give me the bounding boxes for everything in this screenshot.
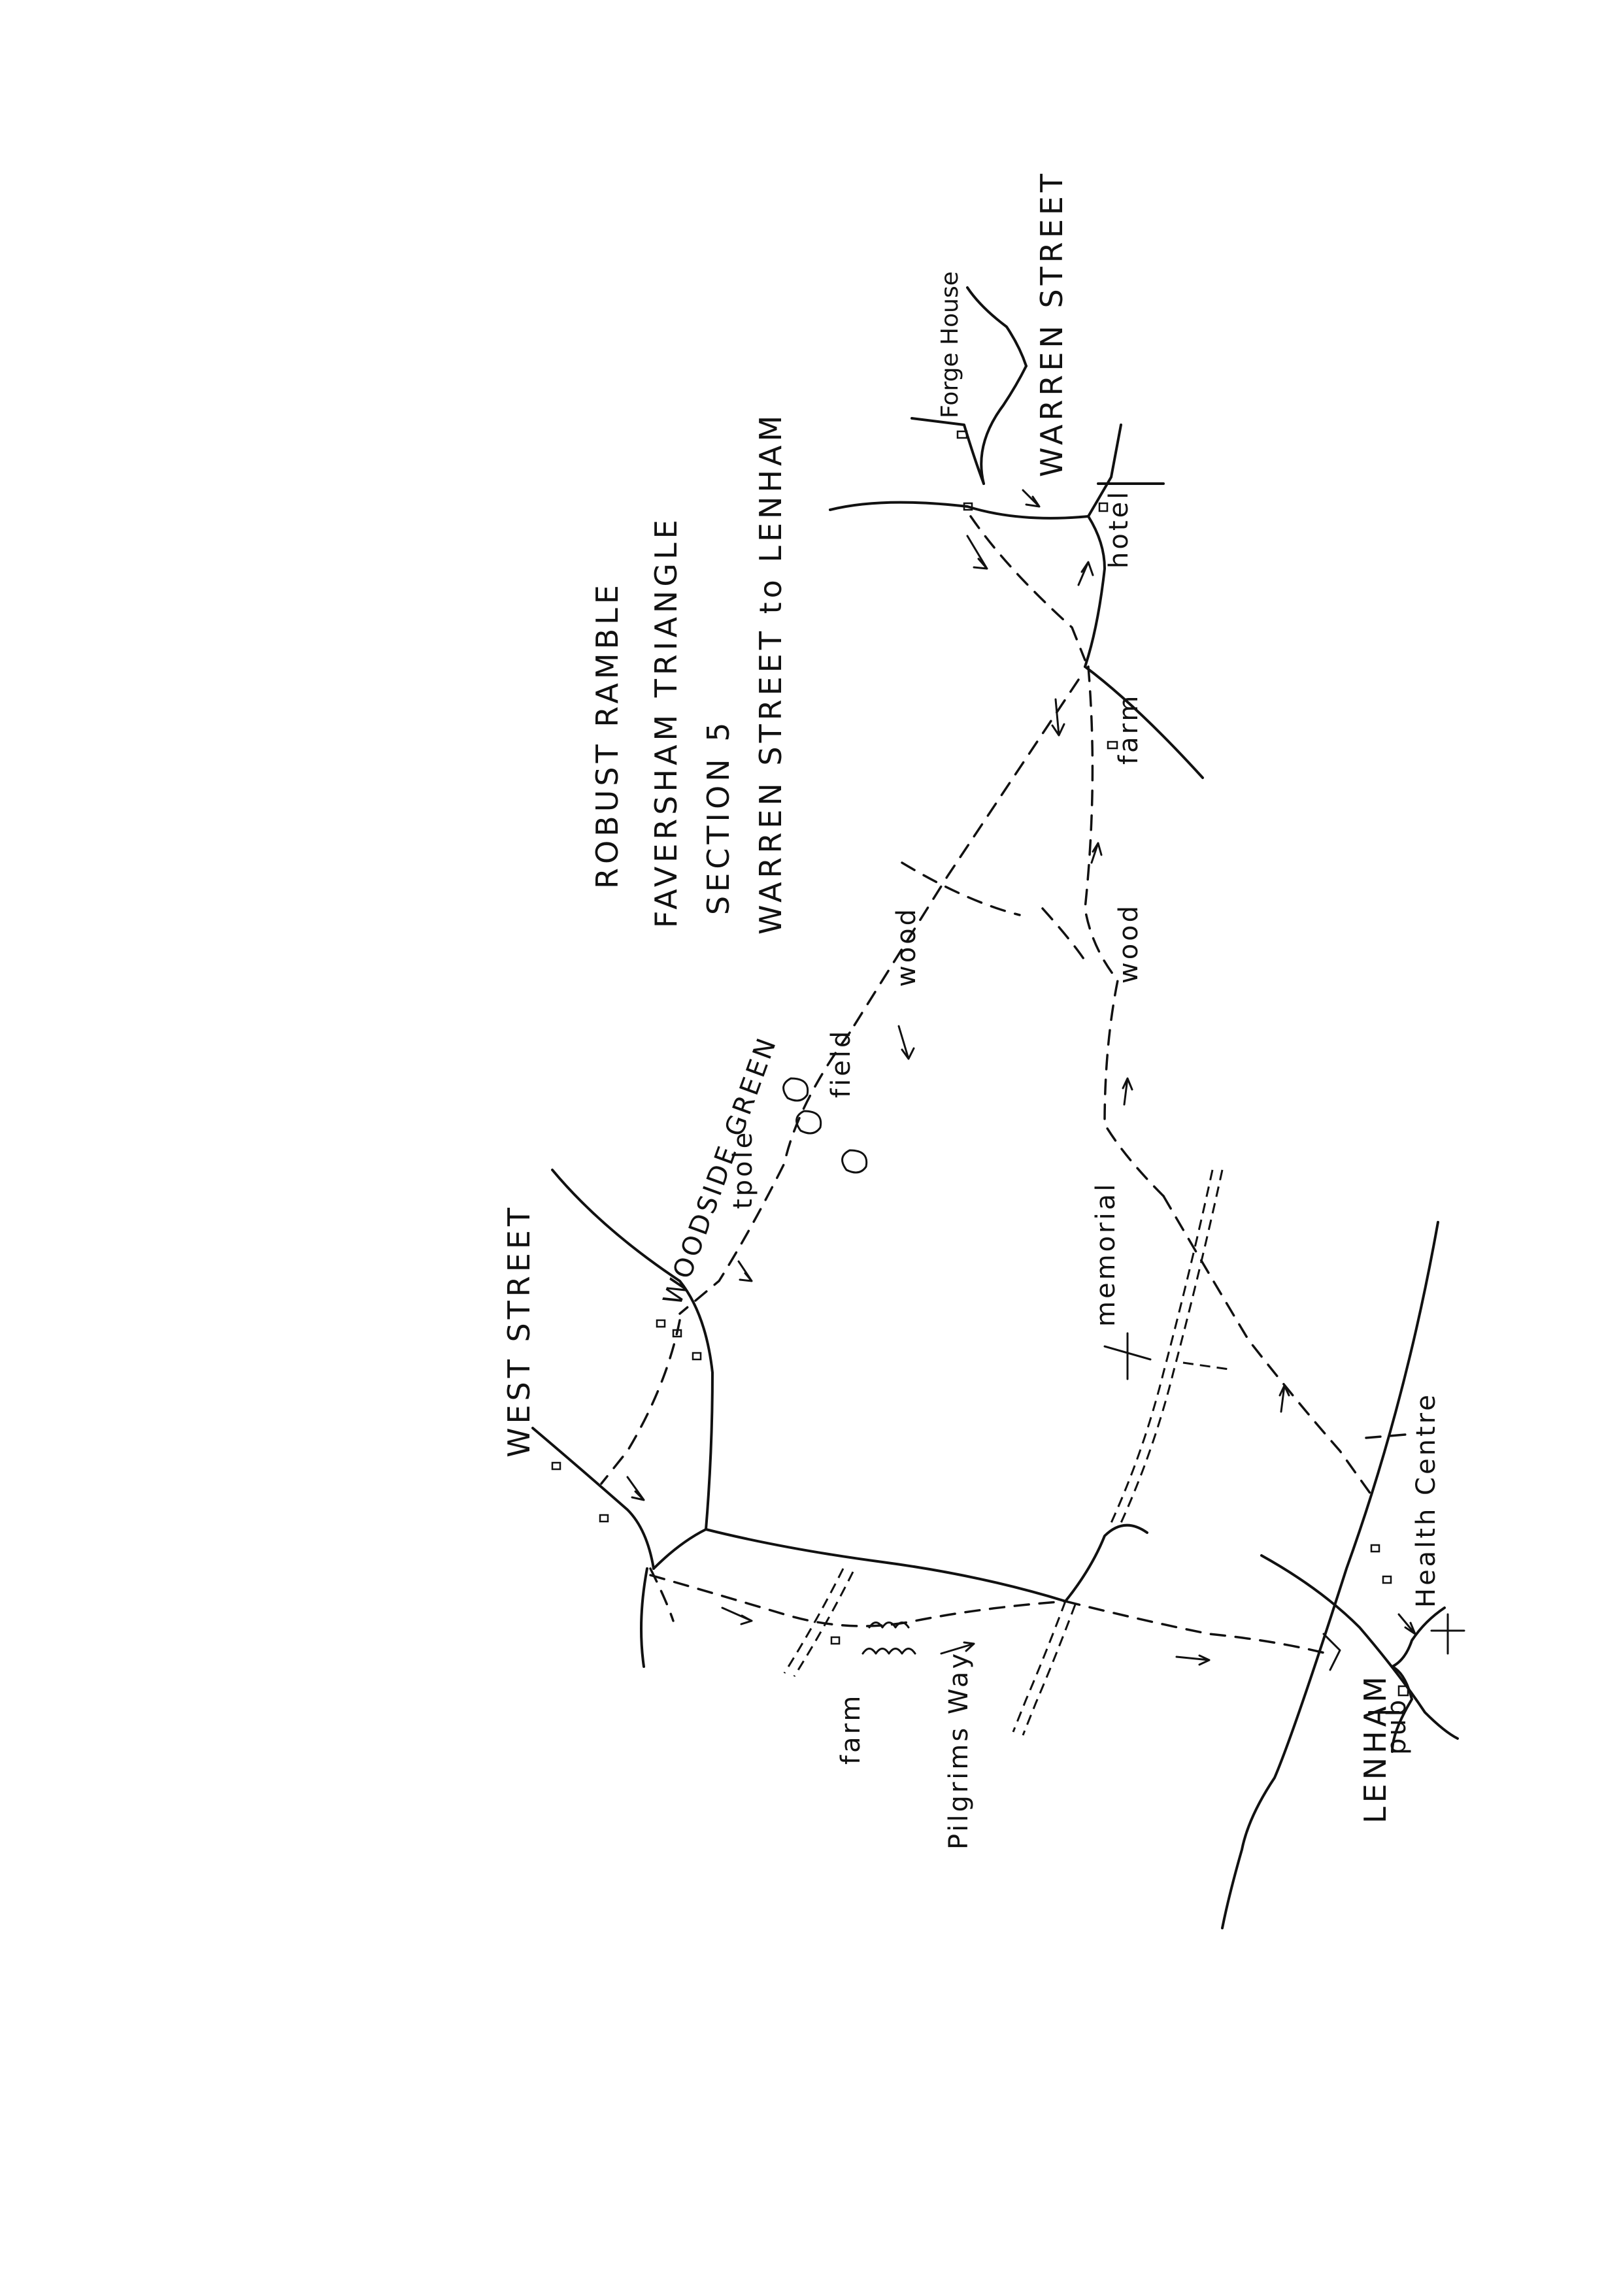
road-woodside-green: [551, 1169, 714, 1531]
building-health-centre-2: [1382, 1575, 1392, 1584]
road-west-junction: [652, 1528, 707, 1570]
hedge-symbol: [861, 1622, 916, 1655]
arrow-14: [1397, 1613, 1416, 1635]
track-north-a: [1110, 1169, 1214, 1523]
building-forge-house: [956, 430, 968, 439]
building-west-street-2: [599, 1514, 609, 1523]
building-health-centre-1: [1370, 1544, 1380, 1553]
path-pilgrims-west: [649, 1574, 1067, 1627]
arrow-9: [626, 1476, 645, 1501]
track-north-b: [1120, 1169, 1224, 1523]
label-pub: pub: [1382, 1697, 1412, 1755]
title-block: ROBUST RAMBLE FAVERSHAM TRIANGLE SECTION…: [590, 412, 788, 935]
lenham-corner-mark: [1322, 1633, 1341, 1671]
arrow-12: [1175, 1654, 1211, 1666]
road-lenham-b: [1260, 1554, 1459, 1740]
title-line-4: WARREN STREET to LENHAM: [753, 412, 788, 935]
path-farm-to-tpole: [848, 678, 1080, 1034]
arrow-4: [1051, 698, 1065, 737]
road-pilgrims-junction: [1064, 1523, 1148, 1603]
path-wood-lower-spur: [1041, 907, 1086, 962]
label-hotel: hotel: [1104, 490, 1134, 569]
label-health-centre: Health Centre: [1411, 1392, 1441, 1608]
building-west-street-1: [551, 1461, 561, 1471]
road-forge-house: [911, 417, 985, 485]
track-south-a: [1012, 1601, 1067, 1733]
arrow-8: [737, 1260, 753, 1282]
church-cross-icon: [1430, 1613, 1465, 1655]
label-wood-lower: wood: [1114, 903, 1144, 984]
arrow-10: [721, 1606, 753, 1625]
building-pub: [1397, 1685, 1409, 1697]
road-warren-street: [829, 501, 1090, 520]
track-farm-b: [793, 1571, 854, 1677]
road-lenham-c: [1391, 1606, 1446, 1753]
title-line-3: SECTION 5: [701, 718, 736, 915]
direction-arrows: [626, 489, 1416, 1666]
track-south-b: [1022, 1604, 1077, 1736]
label-west-street: WEST STREET: [501, 1204, 537, 1457]
label-woodside-green: WOODSIDE GREEN: [658, 1032, 783, 1309]
arrow-13: [1278, 1384, 1290, 1413]
label-tpole: tpole: [728, 1130, 758, 1209]
road-west-street: [531, 1427, 655, 1570]
path-warren-to-farm: [969, 515, 1086, 661]
title-line-1: ROBUST RAMBLE: [590, 581, 625, 889]
arrow-7: [1122, 1077, 1133, 1106]
arrow-2: [1022, 489, 1041, 508]
label-pilgrims-way: Pilgrims Way: [944, 1651, 974, 1850]
path-pilgrims-east: [1064, 1600, 1328, 1655]
path-woodside-to-weststreet: [600, 1319, 681, 1485]
track-farm-a: [783, 1568, 844, 1674]
road-main-south: [705, 1528, 1067, 1603]
label-memorial: memorial: [1091, 1182, 1121, 1327]
tree-icon-1: [782, 1077, 809, 1102]
path-tpole-to-woodside: [678, 1031, 851, 1315]
arrow-1: [966, 535, 988, 570]
label-warren-street: WARREN STREET: [1034, 170, 1069, 477]
path-health-centre-spur: [1365, 1433, 1407, 1439]
arrow-11: [940, 1641, 975, 1655]
building-woodside-1: [656, 1319, 666, 1328]
road-farm-south: [1084, 665, 1204, 779]
tree-icon-2: [795, 1110, 822, 1135]
label-field: field: [826, 1029, 856, 1098]
label-forge-house: Forge House: [937, 271, 963, 418]
building-farm-north: [1107, 740, 1118, 750]
title-line-2: FAVERSHAM TRIANGLE: [648, 516, 684, 928]
road-lenham-a: [1221, 1221, 1439, 1929]
road-to-farm: [1084, 515, 1106, 668]
cross-icons: [1103, 1332, 1465, 1655]
building-woodside-2: [672, 1329, 682, 1338]
memorial-cross-icon: [1103, 1332, 1152, 1380]
arrow-6: [897, 1025, 915, 1060]
label-lenham: LENHAM: [1358, 1672, 1393, 1823]
tree-icon-3: [841, 1149, 868, 1174]
roads: [531, 286, 1459, 1929]
building-hotel: [1098, 502, 1109, 512]
arrow-3: [1077, 561, 1094, 586]
buildings: [551, 430, 1409, 1697]
label-wood-upper: wood: [892, 907, 922, 987]
path-memorial-diag: [1162, 1195, 1374, 1498]
road-warren-east: [1087, 424, 1122, 518]
label-farm-north: farm: [1114, 693, 1144, 765]
label-farm-south: farm: [836, 1693, 866, 1765]
track-memorial-spur: [1182, 1361, 1229, 1371]
road-warren-main: [980, 365, 1028, 485]
tree-symbols: [782, 1077, 868, 1174]
road-warren-north: [966, 286, 1028, 367]
footpaths: [600, 515, 1407, 1655]
arrow-5: [1090, 842, 1103, 864]
pilgrims-way-track: [783, 1169, 1229, 1736]
road-west-south: [640, 1567, 648, 1668]
path-return-from-farm: [1084, 665, 1165, 1197]
building-farm-south: [830, 1636, 841, 1645]
building-woodside-3: [692, 1352, 702, 1361]
building-warren-street: [963, 502, 973, 511]
